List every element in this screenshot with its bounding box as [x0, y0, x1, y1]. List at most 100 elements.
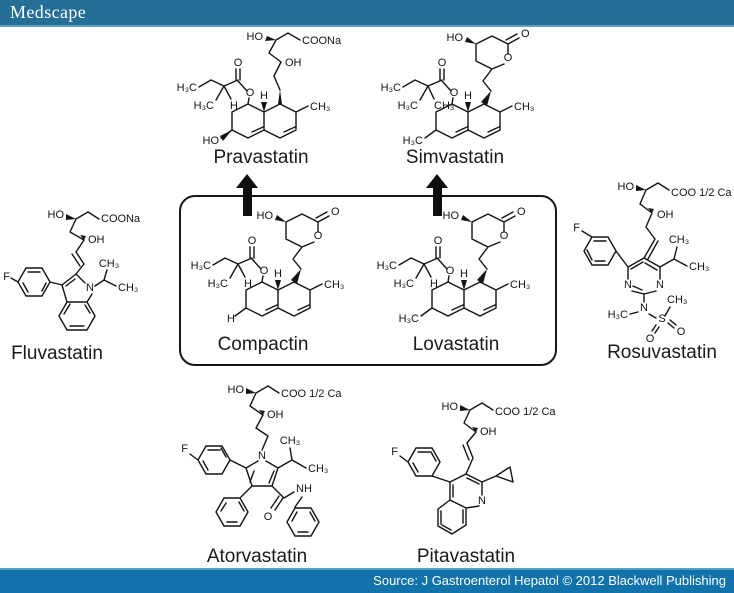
- fluvastatin-structure: HO COONa OH F N CH₃ CH₃: [0, 202, 172, 349]
- compound-name-compactin: Compactin: [217, 334, 309, 355]
- atom-label: O: [504, 52, 513, 64]
- atom-label: H₃C: [191, 260, 211, 272]
- atom-label: COO 1/2 Ca: [281, 388, 342, 400]
- compound-name-fluvastatin: Fluvastatin: [11, 343, 103, 364]
- atom-label: H₃C: [381, 82, 401, 94]
- atom-label: O: [434, 235, 443, 247]
- atom-label: CH₃: [689, 261, 709, 273]
- pravastatin-bonds: [198, 32, 309, 141]
- compactin-bonds: [212, 211, 330, 317]
- atom-label: H₃C: [377, 260, 397, 272]
- atom-label: OH: [480, 426, 497, 438]
- arrow-shaft: [242, 188, 252, 216]
- rosuvastatin-bonds: [581, 182, 688, 334]
- atom-label: HO: [443, 210, 460, 222]
- atom-label: O: [500, 230, 509, 242]
- atom-label: H₃C: [208, 278, 228, 290]
- atom-label: CH₃: [310, 101, 330, 113]
- footer-bar: Source: J Gastroenterol Hepatol © 2012 B…: [0, 568, 734, 593]
- atom-label: OH: [267, 409, 284, 421]
- arrow-head-icon: [236, 174, 258, 188]
- atom-label: CH₃: [99, 258, 119, 270]
- atom-label: COO 1/2 Ca: [495, 406, 556, 418]
- atom-label: H₃C: [403, 135, 423, 147]
- atom-label: O: [646, 333, 655, 345]
- pitavastatin-bonds: [399, 402, 514, 535]
- atom-label: H₃C: [394, 278, 414, 290]
- atom-label: O: [246, 87, 255, 99]
- atom-label: S: [658, 313, 665, 325]
- compound-name-atorvastatin: Atorvastatin: [206, 546, 308, 567]
- atom-label: O: [234, 57, 243, 69]
- atom-label: COONa: [302, 35, 342, 47]
- atom-label: HO: [203, 135, 220, 147]
- up-arrow-lovastatin-to-simvastatin: [426, 174, 448, 216]
- atom-label: CH₃: [280, 435, 300, 447]
- atom-label: CH₃: [118, 282, 138, 294]
- atom-label: H: [430, 278, 438, 290]
- atom-label: H: [464, 90, 472, 102]
- atom-label: OH: [285, 57, 302, 69]
- atom-label: HO: [247, 31, 264, 43]
- atom-label: F: [573, 222, 580, 234]
- atom-label: O: [446, 265, 455, 277]
- atom-label: CH₃: [514, 101, 534, 113]
- atom-label: H₃C: [194, 100, 214, 112]
- simvastatin-bonds: [402, 33, 520, 139]
- atom-label: H: [244, 278, 252, 290]
- atom-label: OH: [657, 209, 674, 221]
- atom-label: O: [331, 206, 340, 218]
- atom-label: O: [677, 326, 686, 338]
- atom-label: N: [86, 282, 94, 294]
- atom-label: H₃C: [608, 309, 628, 321]
- arrow-shaft: [432, 188, 442, 216]
- up-arrow-compactin-to-pravastatin: [236, 174, 258, 216]
- atom-label: H: [260, 90, 268, 102]
- atom-label: HO: [447, 32, 464, 44]
- atom-label: COO 1/2 Ca: [671, 187, 732, 199]
- compound-name-rosuvastatin: Rosuvastatin: [607, 342, 717, 363]
- atom-label: COONa: [101, 213, 141, 225]
- atom-label: CH₃: [434, 100, 454, 112]
- header-bar: Medscape: [0, 0, 734, 27]
- atom-label: N: [640, 302, 648, 314]
- compound-name-lovastatin: Lovastatin: [412, 334, 500, 355]
- atom-label: OH: [88, 234, 105, 246]
- atom-label: N: [478, 495, 486, 507]
- natural-statins-box: [179, 195, 557, 366]
- atom-label: H₃C: [399, 313, 419, 325]
- atorvastatin-bonds: [189, 385, 320, 537]
- fluvastatin-bonds: [10, 211, 117, 331]
- atom-label: CH₃: [510, 279, 530, 291]
- atom-label: O: [260, 265, 269, 277]
- pravastatin-structure: HO COONa OH O O H₃C H₃C H H CH₃ HO: [168, 28, 368, 161]
- atom-label: O: [438, 57, 447, 69]
- atom-label: HO: [48, 209, 65, 221]
- atom-label: H₃C: [177, 82, 197, 94]
- compound-name-pravastatin: Pravastatin: [213, 147, 309, 168]
- atom-label: HO: [618, 181, 635, 193]
- atom-label: HO: [257, 210, 274, 222]
- medscape-logo: Medscape: [10, 2, 87, 22]
- atom-label: N: [624, 279, 632, 291]
- atom-label: H: [460, 268, 468, 280]
- atom-label: N: [258, 450, 266, 462]
- atom-label: O: [264, 511, 273, 523]
- lovastatin-structure: HO O O O O H₃C H₃C H H CH₃ H₃C: [368, 206, 568, 339]
- arrow-head-icon: [426, 174, 448, 188]
- atom-label: CH₃: [669, 234, 689, 246]
- simvastatin-structure: HO O O O O H₃C H₃C CH₃ H CH₃ H₃C: [372, 28, 572, 161]
- atom-label: O: [248, 235, 257, 247]
- atom-label: N: [656, 279, 664, 291]
- atom-label: HO: [442, 401, 459, 413]
- atom-label: H: [227, 313, 235, 325]
- atom-label: NH: [296, 483, 312, 495]
- atom-label: CH₃: [308, 463, 328, 475]
- atom-label: F: [181, 443, 188, 455]
- compound-name-simvastatin: Simvastatin: [405, 147, 505, 168]
- compactin-structure: HO O O O O H₃C H₃C H H CH₃ H: [182, 206, 382, 339]
- lovastatin-bonds: [398, 211, 516, 317]
- atom-label: F: [3, 271, 10, 283]
- atom-label: HO: [228, 384, 245, 396]
- atom-label: F: [391, 446, 398, 458]
